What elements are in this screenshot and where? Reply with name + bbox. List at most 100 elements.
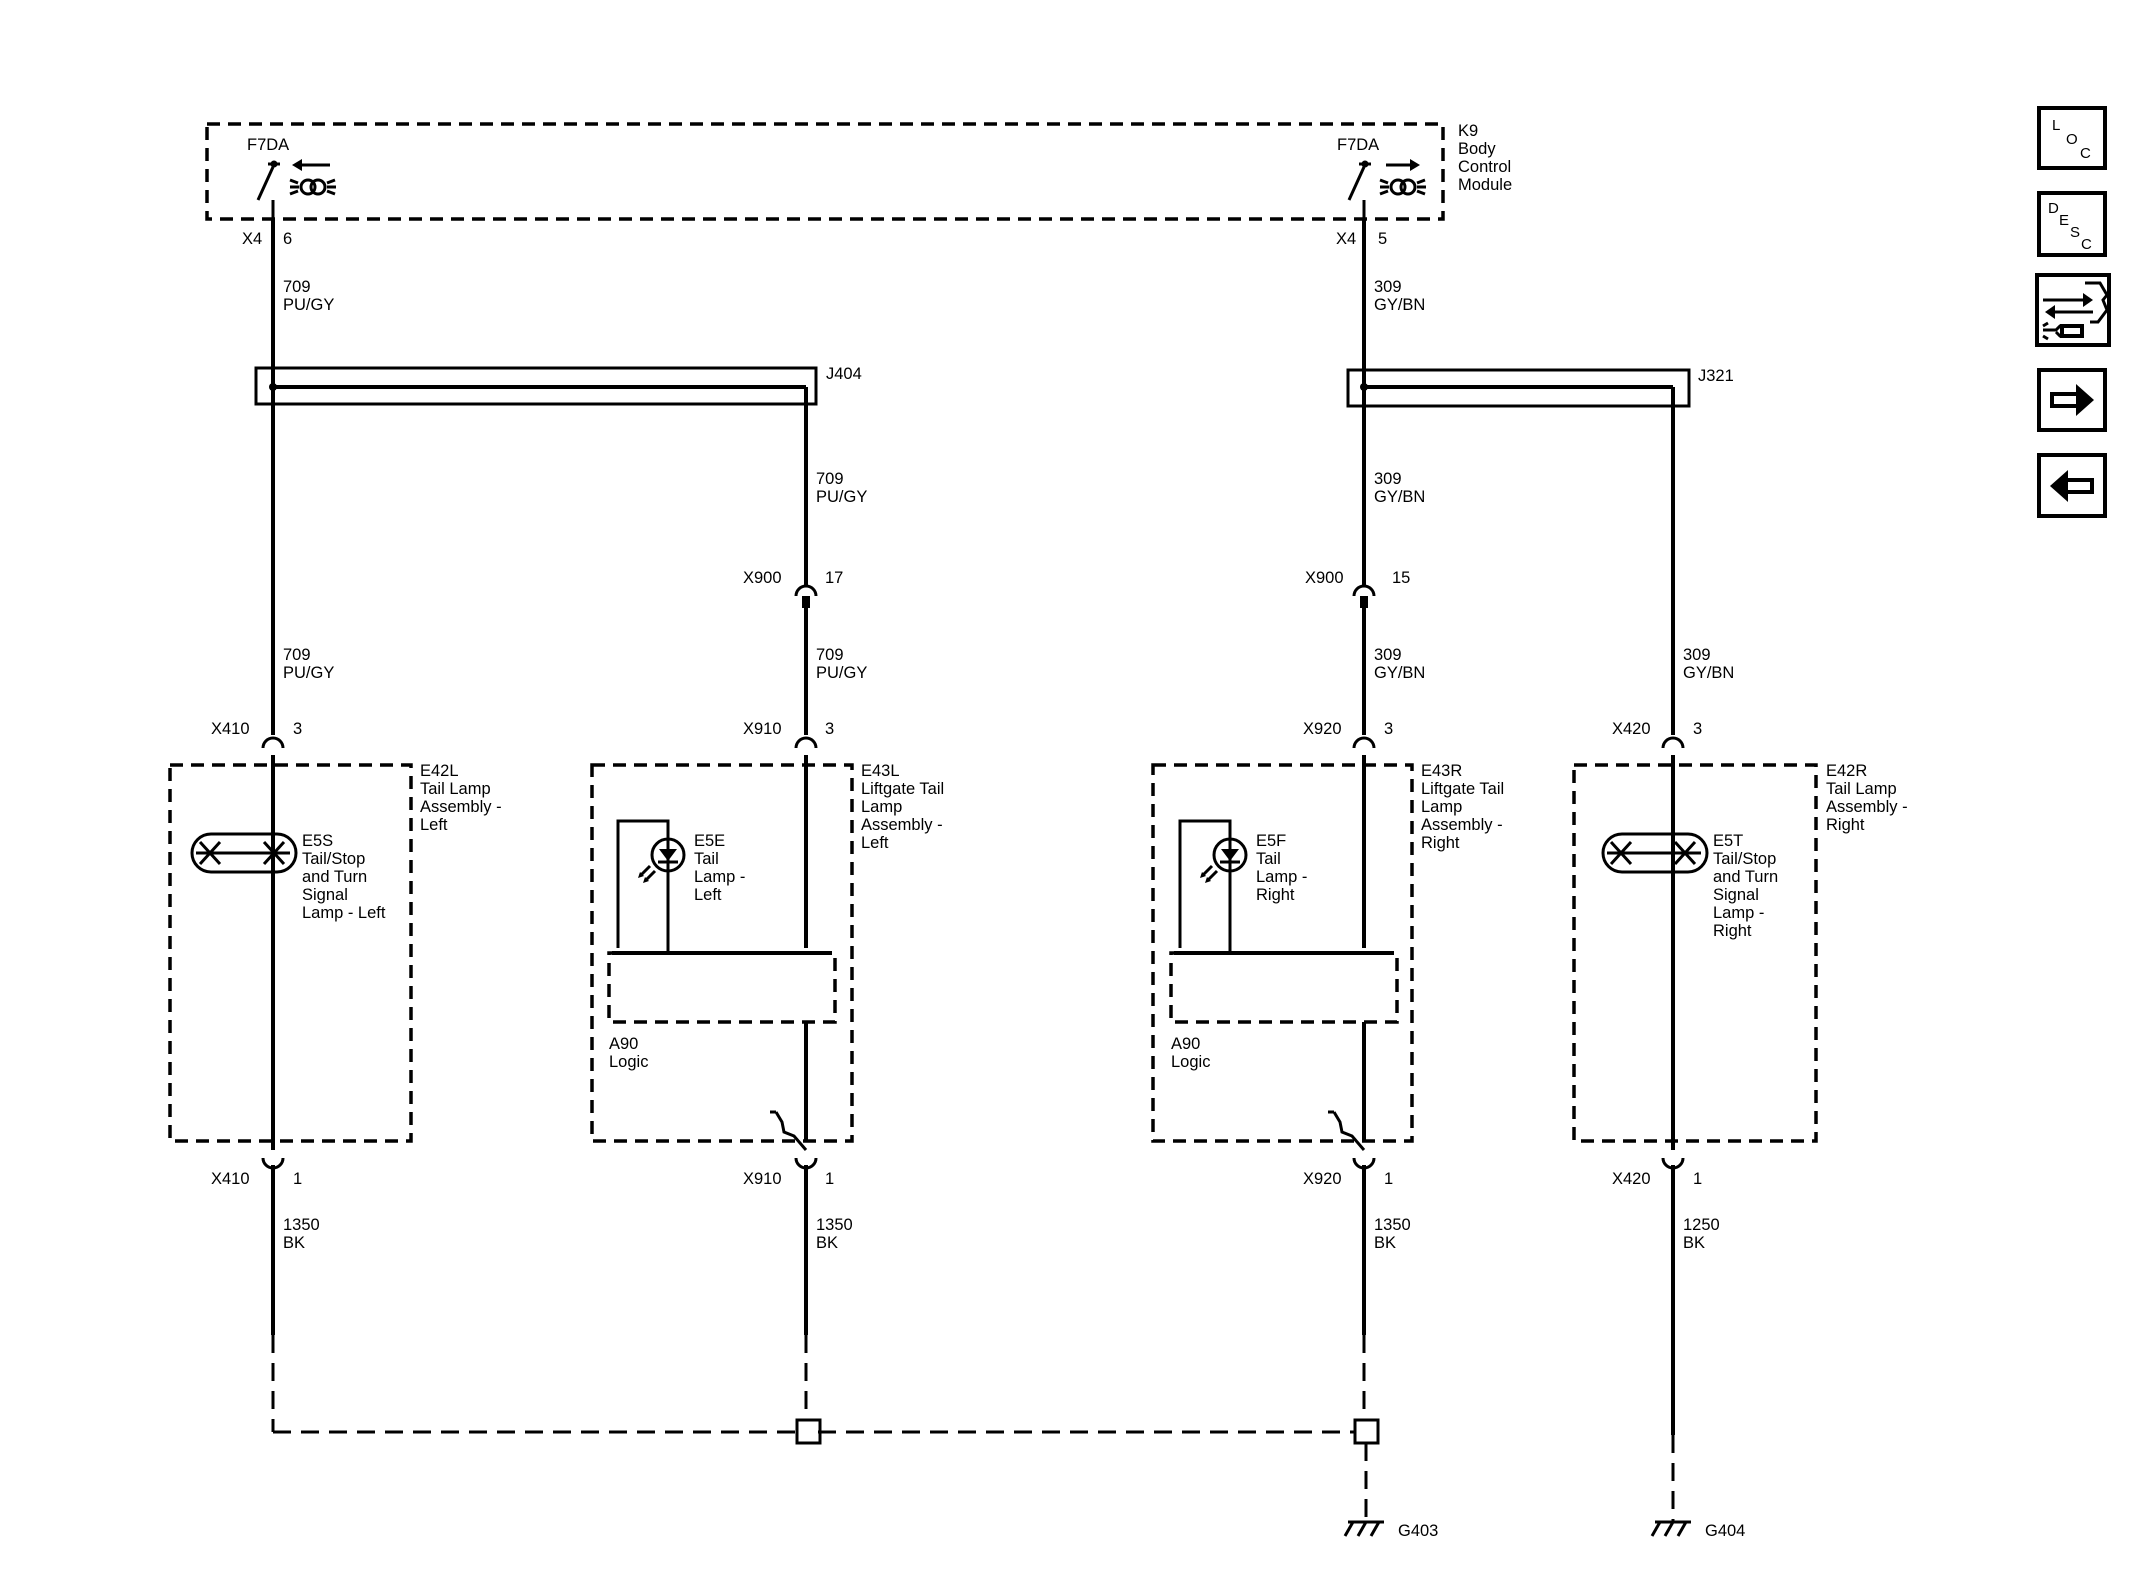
assembly-label: Lamp — [861, 798, 902, 816]
nav-letter: S — [2070, 224, 2080, 241]
splice-left-label: J404 — [826, 365, 862, 383]
lamp-label: Lamp - — [1256, 868, 1307, 886]
module-boundary — [205, 122, 1445, 221]
left-output-arrow-icon — [292, 159, 330, 171]
connector-label: X410 — [211, 1170, 250, 1188]
wire-label: 709 — [816, 470, 844, 488]
splice-pack-right: J321 — [1346, 367, 1734, 408]
liftgate-led-right: E5F Tail Lamp - Right — [1178, 819, 1307, 953]
module-name-line-2: Control — [1458, 158, 1511, 176]
right-lamp-symbol-icon — [1379, 178, 1426, 196]
lamp-label: E5F — [1256, 832, 1286, 850]
lamp-label: E5T — [1713, 832, 1743, 850]
lamp-label: Right — [1256, 886, 1295, 904]
connector-label: X410 — [211, 720, 250, 738]
lamp-label-e5t: E5T Tail/Stop and Turn Signal Lamp - Rig… — [1713, 832, 1778, 940]
lamp-label: and Turn — [1713, 868, 1778, 886]
lamp-label: Tail/Stop — [1713, 850, 1776, 868]
wire-label: GY/BN — [1683, 664, 1734, 682]
ground-g404-icon: G404 — [1650, 1520, 1745, 1540]
wire-label: BK — [283, 1234, 305, 1252]
logic-module-left: A90 Logic — [607, 951, 837, 1071]
assembly-label: Left — [420, 816, 448, 834]
wire-label: BK — [816, 1234, 838, 1252]
wire-label: 309 — [1374, 278, 1402, 296]
right-lamp-driver-switch-icon — [1347, 160, 1371, 219]
lamp-label: Tail — [1256, 850, 1281, 868]
assembly-label: Tail Lamp — [1826, 780, 1897, 798]
wire-label: PU/GY — [816, 488, 867, 506]
connector-service-icon[interactable] — [2035, 273, 2111, 347]
lamp-label: E5S — [302, 832, 333, 850]
next-page-button[interactable] — [2037, 368, 2107, 432]
nav-letter: O — [2066, 131, 2078, 148]
left-lamp-symbol-icon — [289, 178, 336, 196]
splice-pack-left: J404 — [254, 365, 862, 406]
circuit-wires — [271, 219, 1675, 1435]
ground-network — [271, 1335, 1675, 1522]
inline-connector-pin: 17 — [825, 569, 843, 587]
assembly-label: Right — [1421, 834, 1460, 852]
wire-labels: 709 PU/GY 709 PU/GY 709 PU/GY 709 PU/GY … — [283, 278, 1734, 1252]
right-module-pin: 5 — [1378, 230, 1387, 248]
wire-label: PU/GY — [283, 296, 334, 314]
assembly-label: Liftgate Tail — [1421, 780, 1504, 798]
lamp-label-e5s: E5S Tail/Stop and Turn Signal Lamp - Lef… — [302, 832, 386, 922]
inline-connector-label: X900 — [743, 569, 782, 587]
logic-label: A90 — [1171, 1035, 1200, 1053]
internal-ground-right-icon — [1328, 1110, 1366, 1151]
wire-label: 709 — [283, 278, 311, 296]
wire-label: GY/BN — [1374, 296, 1425, 314]
assembly-label: Right — [1826, 816, 1865, 834]
wire-label: 309 — [1683, 646, 1711, 664]
assembly-label: E43L — [861, 762, 900, 780]
ground-junction — [795, 1418, 822, 1445]
previous-page-button[interactable] — [2037, 453, 2107, 518]
lamp-label: Signal — [1713, 886, 1759, 904]
connector-pin: 3 — [293, 720, 302, 738]
wire-label: PU/GY — [283, 664, 334, 682]
location-button[interactable]: L O C — [2037, 106, 2107, 170]
wire-label: PU/GY — [816, 664, 867, 682]
assembly-label: E42R — [1826, 762, 1867, 780]
connector-pin: 3 — [1384, 720, 1393, 738]
module-id: K9 — [1458, 122, 1478, 140]
wire-label: BK — [1683, 1234, 1705, 1252]
assembly-e42l: E42L Tail Lamp Assembly - Left — [168, 762, 502, 1143]
ground-label: G403 — [1398, 1522, 1438, 1540]
lamp-label: Lamp - Left — [302, 904, 386, 922]
connector-pin: 1 — [1384, 1170, 1393, 1188]
wire-label: 1350 — [283, 1216, 320, 1234]
assembly-label: E43R — [1421, 762, 1462, 780]
lamp-connectors-top: X410 3 X910 3 X920 3 X420 3 — [211, 720, 1702, 749]
logic-module-right: A90 Logic — [1169, 951, 1399, 1071]
connector-pin: 3 — [1693, 720, 1702, 738]
wire-label: 1250 — [1683, 1216, 1720, 1234]
ground-g403-icon: G403 — [1343, 1520, 1438, 1540]
assembly-label: E42L — [420, 762, 459, 780]
connector-pin: 1 — [825, 1170, 834, 1188]
wire-label: BK — [1374, 1234, 1396, 1252]
assembly-label: Lamp — [1421, 798, 1462, 816]
lamp-label: Signal — [302, 886, 348, 904]
lamp-label: Tail/Stop — [302, 850, 365, 868]
tail-stop-turn-lamp-right-icon — [1601, 832, 1709, 874]
lamp-label: and Turn — [302, 868, 367, 886]
logic-label: Logic — [1171, 1053, 1210, 1071]
assembly-label: Assembly - — [1421, 816, 1503, 834]
right-driver-label: F7DA — [1337, 136, 1379, 154]
left-module-pin: 6 — [283, 230, 292, 248]
connector-pin: 1 — [1693, 1170, 1702, 1188]
wire-label: 709 — [283, 646, 311, 664]
left-driver-label: F7DA — [247, 136, 289, 154]
assembly-e42r: E42R Tail Lamp Assembly - Right — [1572, 762, 1908, 1143]
module-name-line-3: Module — [1458, 176, 1512, 194]
connector-label: X910 — [743, 720, 782, 738]
liftgate-led-left: E5E Tail Lamp - Left — [616, 819, 745, 953]
arrow-right-icon — [2050, 384, 2094, 416]
inline-connector-right: X900 15 — [1305, 569, 1410, 608]
inline-connector-left: X900 17 — [743, 569, 843, 608]
left-module-connector: X4 — [242, 230, 262, 248]
description-button[interactable]: D E S C — [2037, 191, 2107, 257]
assembly-e43l: E43L Liftgate Tail Lamp Assembly - Left — [590, 762, 944, 1143]
